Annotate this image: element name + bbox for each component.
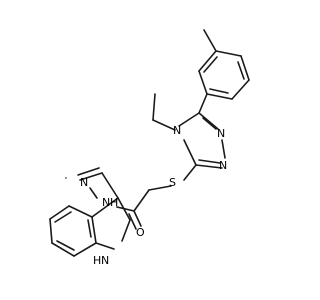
bond-ethyl-2 (152, 93, 156, 121)
atom-n-hydrazide: N (102, 196, 111, 209)
bond-ch-indole-c3 (101, 172, 119, 199)
indole-overlay (49, 172, 131, 257)
bond-co-nh (116, 206, 135, 212)
bond-n-ch-double-1 (79, 172, 103, 181)
bond-c-o-1 (133, 210, 142, 227)
bond-c3a-c3 (91, 197, 119, 218)
chemical-structure-diagram (65, 29, 250, 230)
bond-c5-n1-double (202, 117, 217, 130)
bond-nh-n (89, 187, 98, 199)
ethyl-group (152, 93, 176, 131)
bond-n2-c3-double (198, 159, 221, 164)
bond-n2-c3 (195, 164, 223, 169)
bond-c4-c5-double (54, 211, 72, 223)
bond-c-o-2 (128, 213, 137, 230)
bond-ring-double-1 (237, 61, 245, 80)
bond-ring-double-3 (203, 56, 218, 73)
bond-methyl (203, 29, 217, 52)
bond-c3-c2 (117, 197, 131, 221)
bond-ring-b (240, 55, 250, 81)
bond-ring-c (231, 79, 250, 100)
atom-n-indole: N (101, 254, 110, 267)
bond-c7a-c3a (91, 216, 97, 244)
bond-c2-n1 (121, 219, 131, 242)
atom-h-indole: H (93, 254, 102, 267)
triazole-ring (178, 112, 226, 169)
bond-c3-s (183, 164, 197, 181)
atom-s-thioether: S (169, 176, 176, 189)
atom-n-triazole-top: N (217, 127, 226, 140)
bond-ring-d (206, 93, 233, 100)
bond-n-ch-double-2 (77, 167, 100, 176)
structure-canvas: N N N S O N H N N H (49, 29, 250, 267)
bond-ring-to-triazole (198, 93, 208, 114)
bond-ring-e (198, 70, 208, 95)
bond-c6-c7-double (56, 240, 75, 251)
bond-ring-a (215, 50, 242, 57)
bond-n-ethyl-1 (152, 119, 176, 131)
bond-s-ch2 (148, 185, 172, 191)
atom-n-triazole-bottom: N (219, 159, 228, 172)
atom-o-carbonyl: O (136, 226, 145, 239)
bond-c5-n1 (198, 112, 219, 130)
bond-c6-c7 (51, 242, 75, 257)
bond-ring-double-2 (209, 88, 229, 94)
bond-ch2-co (133, 189, 150, 212)
bond-c3a-c4 (68, 205, 93, 218)
bond-c5-c6 (49, 218, 53, 244)
bond-n1-c7a (95, 242, 115, 250)
side-chain (77, 164, 197, 230)
atom-n-triazole-ethyl: N (173, 124, 182, 137)
bond-ring-f (198, 50, 217, 72)
bond-n1-n2 (221, 139, 226, 159)
bond-c5-n4 (178, 112, 200, 127)
bond-c4-c5 (49, 205, 70, 220)
bond-c3-n4 (183, 139, 197, 166)
bond-c7-c7a (73, 242, 97, 257)
atom-n-imine: N (80, 176, 89, 189)
bond-c7a-c3a-double (87, 219, 92, 238)
tolyl-group (198, 29, 250, 114)
atom-h-hydrazide: H (110, 196, 119, 209)
